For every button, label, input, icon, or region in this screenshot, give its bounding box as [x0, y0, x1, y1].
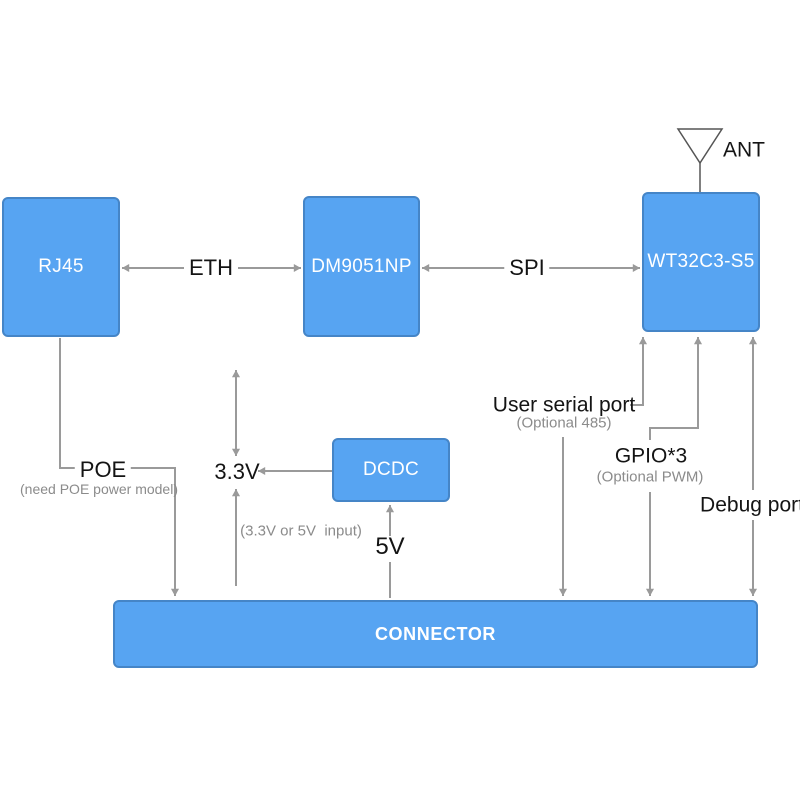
optional-pwm-note: (Optional PWM) [596, 468, 704, 486]
dm9051np-block: DM9051NP [303, 196, 420, 337]
rj45-block: RJ45 [2, 197, 120, 337]
user-serial-top-line [630, 337, 648, 406]
poe-note: (need POE power model) [20, 481, 178, 497]
gpio-label: GPIO*3 [614, 444, 688, 468]
connector-block-label: CONNECTOR [374, 623, 497, 644]
voltage-3v3-label: 3.3V [214, 459, 260, 484]
ant-label: ANT [723, 138, 765, 162]
dcdc-block-label: DCDC [362, 459, 420, 480]
dcdc-input-note: (3.3V or 5V input) [240, 522, 362, 540]
rj45-block-label: RJ45 [38, 256, 84, 277]
optional-485-note: (Optional 485) [516, 414, 612, 432]
debug-port-label: Debug port [695, 494, 800, 516]
connector-block: CONNECTOR [113, 600, 758, 668]
spi-bus-label: SPI [504, 257, 550, 279]
dm9051np-block-label: DM9051NP [311, 255, 412, 277]
dcdc-block: DCDC [332, 438, 450, 502]
poe-label: POE [74, 459, 132, 481]
voltage-5v-label: 5V [375, 533, 405, 560]
eth-bus-label: ETH [184, 257, 238, 279]
user-serial-port-label: User serial port [492, 393, 636, 417]
antenna-icon [676, 128, 724, 192]
wt32c3-block-label: WT32C3-S5 [647, 251, 755, 272]
wt32c3-block: WT32C3-S5 [642, 192, 760, 332]
gpio-top-line [649, 337, 703, 440]
